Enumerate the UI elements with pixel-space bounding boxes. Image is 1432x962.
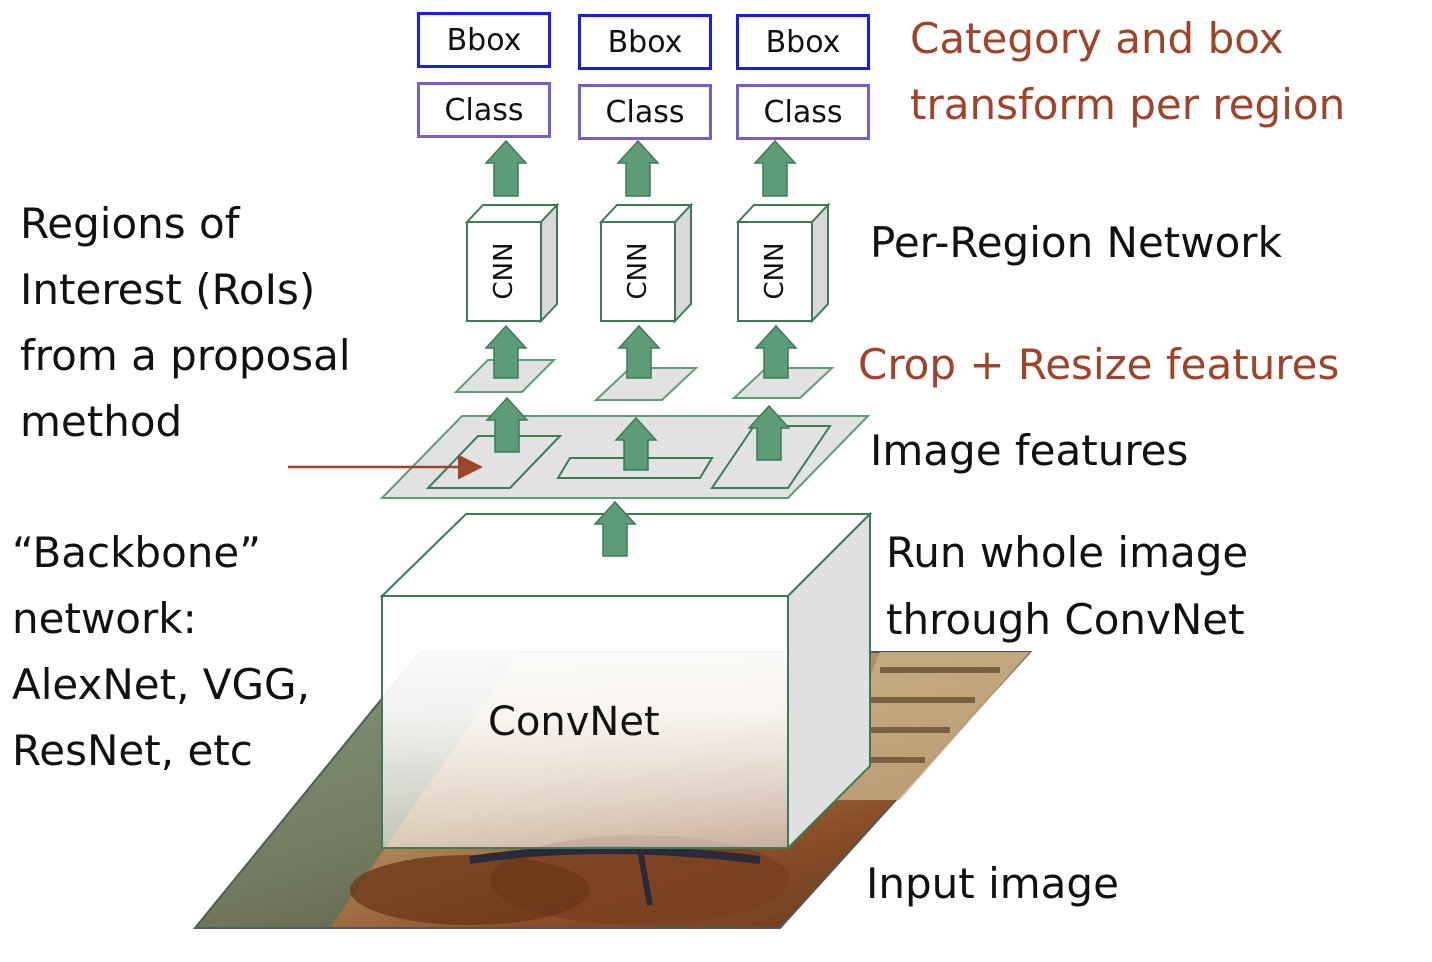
arrow-cnn-2 — [616, 139, 660, 197]
category-label-line2: transform per region — [910, 80, 1346, 129]
run-label-line1: Run whole image — [886, 528, 1249, 577]
arrow-feature-3 — [747, 404, 791, 461]
rois-label-line4: method — [20, 397, 183, 446]
category-label-line1: Category and box — [910, 14, 1284, 63]
bbox-label-1: Bbox — [446, 22, 522, 58]
bbox-label-3: Bbox — [765, 24, 841, 60]
cnn-label-2: CNN — [623, 242, 653, 299]
class-label-2: Class — [605, 94, 685, 130]
crop-resize-label: Crop + Resize features — [858, 340, 1340, 389]
class-output-3: Class — [736, 84, 870, 140]
arrow-crop-3 — [754, 324, 798, 379]
rois-label-line3: from a proposal — [20, 331, 351, 380]
arrow-cnn-3 — [753, 139, 797, 197]
cnn-cube-1: CNN — [464, 202, 560, 324]
class-output-2: Class — [578, 84, 712, 140]
arrow-feature-2 — [614, 416, 658, 471]
convnet-label: ConvNet — [488, 699, 660, 745]
bbox-output-1: Bbox — [417, 12, 551, 68]
bbox-label-2: Bbox — [607, 24, 683, 60]
cnn-label-3: CNN — [760, 242, 790, 299]
run-label-line2: through ConvNet — [886, 595, 1245, 644]
arrow-feature-1 — [485, 396, 529, 453]
cnn-cube-3: CNN — [735, 202, 831, 324]
bbox-output-3: Bbox — [736, 14, 870, 70]
backbone-label-line4: ResNet, etc — [12, 726, 253, 775]
class-output-1: Class — [417, 82, 551, 138]
class-label-1: Class — [444, 92, 524, 128]
crop-plane-3 — [731, 367, 835, 399]
backbone-label-line2: network: — [12, 594, 197, 643]
backbone-label-line3: AlexNet, VGG, — [12, 660, 310, 709]
rois-label-line1: Regions of — [20, 199, 240, 248]
arrow-cnn-1 — [484, 139, 528, 197]
arrow-crop-1 — [484, 324, 528, 379]
crop-plane-2 — [593, 367, 699, 401]
per-region-label: Per-Region Network — [870, 218, 1282, 267]
backbone-label-line1: “Backbone” — [12, 528, 262, 577]
image-features-label: Image features — [870, 426, 1189, 475]
cnn-label-1: CNN — [489, 242, 519, 299]
class-label-3: Class — [763, 94, 843, 130]
rois-label-line2: Interest (RoIs) — [20, 265, 316, 314]
arrow-convnet-to-features — [593, 500, 637, 557]
bbox-output-2: Bbox — [578, 14, 712, 70]
arrow-crop-2 — [617, 324, 661, 379]
cnn-cube-2: CNN — [598, 202, 694, 324]
convnet-box — [379, 511, 873, 851]
input-image-label: Input image — [866, 859, 1119, 908]
